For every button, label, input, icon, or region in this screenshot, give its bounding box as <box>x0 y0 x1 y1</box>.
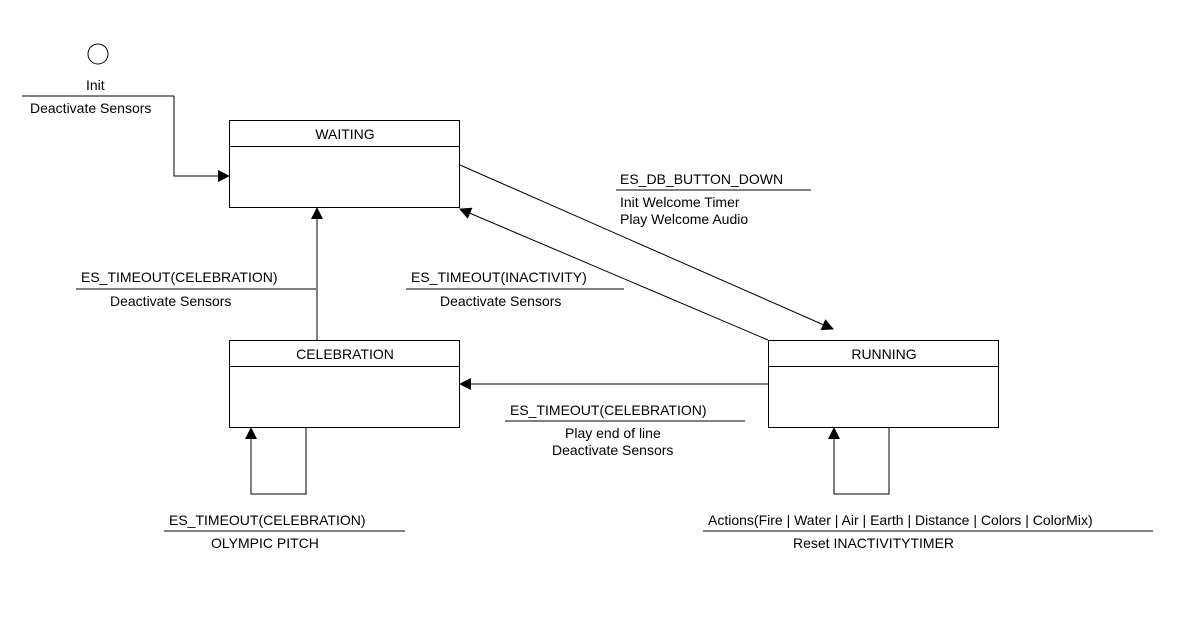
waiting-to-running-action-label: Play Welcome Audio <box>620 211 749 227</box>
celebration-self-loop-arrow <box>245 427 307 495</box>
waiting-state-title: WAITING <box>315 126 375 142</box>
celebration-to-waiting-action-label: Deactivate Sensors <box>110 293 232 309</box>
running-to-waiting-arrow <box>459 207 769 341</box>
running-self-action-label: Reset INACTIVITYTIMER <box>793 535 955 551</box>
waiting-to-running-action-label: Init Welcome Timer <box>620 194 740 210</box>
waiting-to-running-event-label: ES_DB_BUTTON_DOWN <box>620 171 784 187</box>
celebration-to-waiting-event-label: ES_TIMEOUT(CELEBRATION) <box>81 269 278 285</box>
celebration-self-action-label: OLYMPIC PITCH <box>211 535 319 551</box>
running-to-celebration-action-label: Deactivate Sensors <box>552 442 674 458</box>
waiting-to-running-arrow <box>459 164 834 331</box>
running-to-celebration-event-label: ES_TIMEOUT(CELEBRATION) <box>510 402 707 418</box>
running-state-title: RUNNING <box>851 346 917 362</box>
running-self-event-label: Actions(Fire | Water | Air | Earth | Dis… <box>708 512 1093 528</box>
running-to-waiting-event-label: ES_TIMEOUT(INACTIVITY) <box>411 269 587 285</box>
running-self-loop-arrow <box>828 427 890 495</box>
running-state-box <box>768 340 999 428</box>
initial-state-circle <box>87 43 109 65</box>
celebration-self-event-label: ES_TIMEOUT(CELEBRATION) <box>169 512 366 528</box>
initial-event-label: Init <box>86 77 105 93</box>
running-to-celebration-action-label: Play end of line <box>565 425 661 441</box>
celebration-state-box <box>229 340 460 428</box>
celebration-state-title: CELEBRATION <box>296 346 394 362</box>
running-to-waiting-action-label: Deactivate Sensors <box>440 293 562 309</box>
initial-transition-arrow <box>173 96 230 182</box>
initial-action-label: Deactivate Sensors <box>30 100 152 116</box>
waiting-state-box <box>229 120 460 208</box>
